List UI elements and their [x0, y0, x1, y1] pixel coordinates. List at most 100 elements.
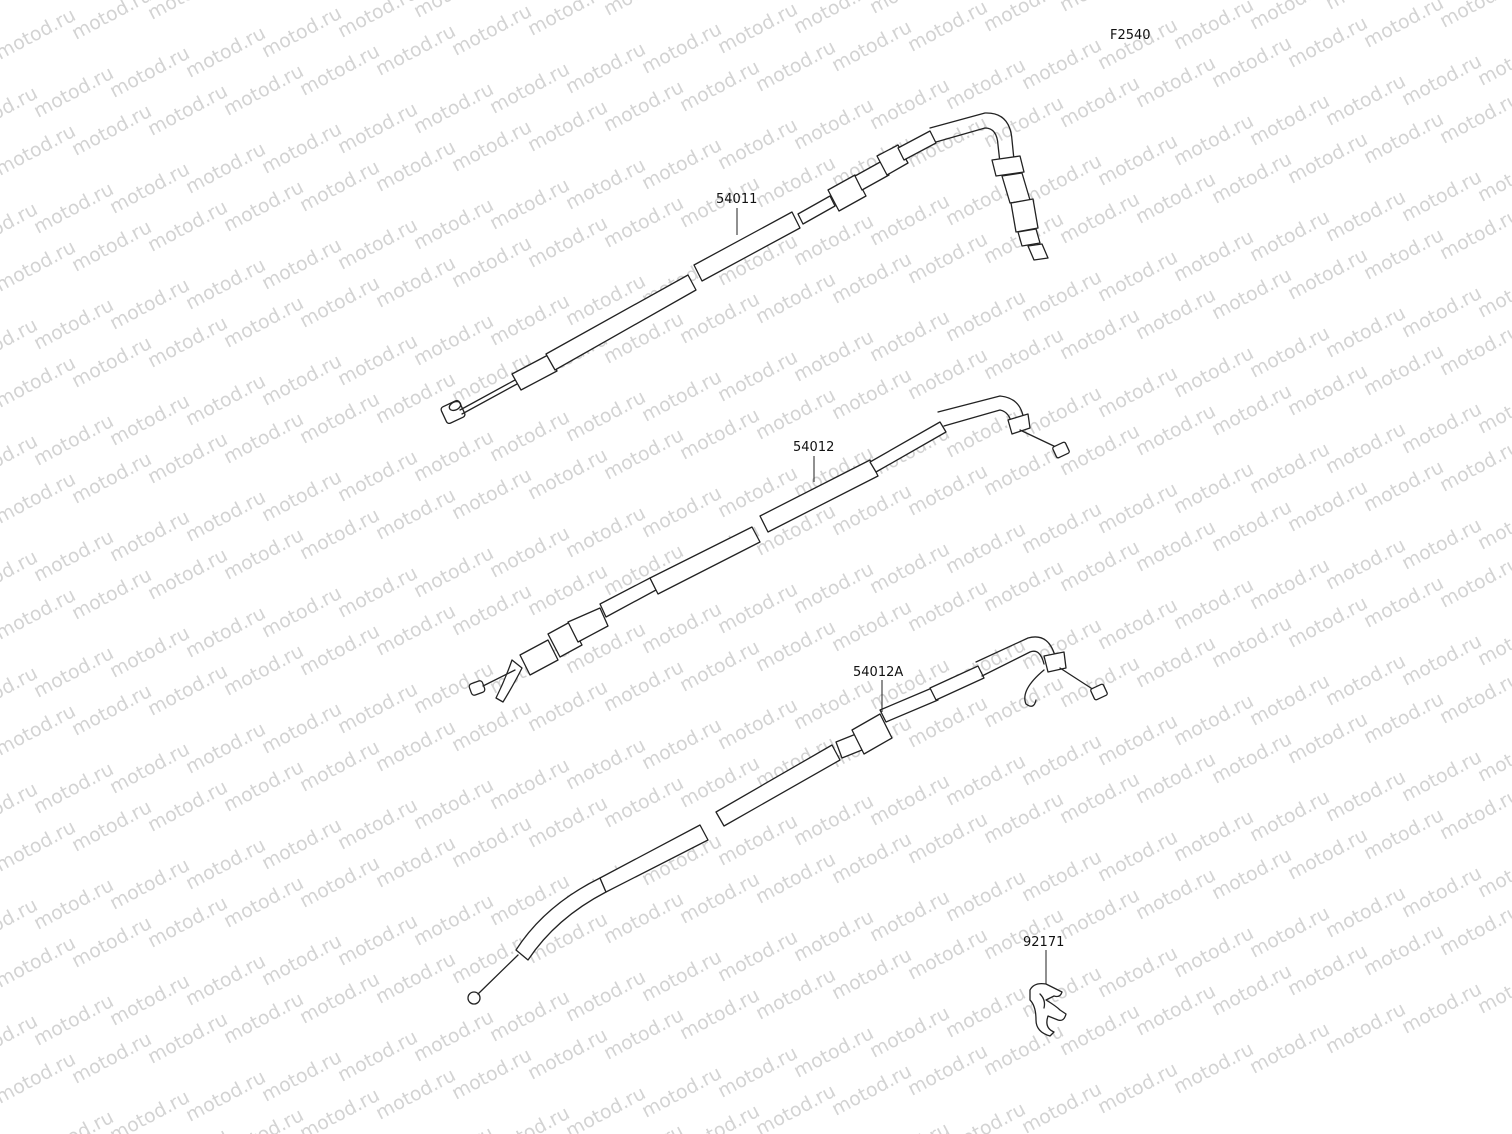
- watermark-text: motod.ru: [1056, 884, 1143, 944]
- watermark-text: motod.ru: [372, 716, 459, 776]
- watermark-text: motod.ru: [1170, 574, 1257, 634]
- watermark-text: motod.ru: [1436, 668, 1512, 728]
- watermark-text: motod.ru: [790, 326, 877, 386]
- watermark-text: motod.ru: [296, 388, 383, 448]
- watermark-text: motod.ru: [524, 1024, 611, 1084]
- watermark-text: motod.ru: [866, 886, 953, 946]
- watermark-text: motod.ru: [1170, 0, 1257, 54]
- watermark-text: motod.ru: [752, 964, 839, 1024]
- watermark-text: motod.ru: [106, 738, 193, 798]
- watermark-text: motod.ru: [220, 756, 307, 816]
- watermark-text: motod.ru: [220, 872, 307, 932]
- watermark-text: motod.ru: [638, 598, 725, 658]
- watermark-text: motod.ru: [182, 602, 269, 662]
- watermark-text: motod.ru: [676, 984, 763, 1044]
- watermark-text: motod.ru: [144, 312, 231, 372]
- watermark-text: motod.ru: [714, 926, 801, 986]
- watermark-text: motod.ru: [296, 40, 383, 100]
- watermark-text: motod.ru: [714, 114, 801, 174]
- cable-54011[interactable]: [440, 112, 1049, 425]
- watermark-text: motod.ru: [1208, 844, 1295, 904]
- watermark-text: motod.ru: [1322, 418, 1409, 478]
- watermark-text: motod.ru: [562, 966, 649, 1026]
- watermark-text: motod.ru: [1132, 284, 1219, 344]
- watermark-text: motod.ru: [106, 970, 193, 1030]
- watermark-text: motod.ru: [410, 542, 497, 602]
- watermark-text: motod.ru: [524, 212, 611, 272]
- watermark-text: motod.ru: [524, 676, 611, 736]
- watermark-text: motod.ru: [410, 310, 497, 370]
- watermark-text: motod.ru: [144, 428, 231, 488]
- watermark-text: motod.ru: [1284, 12, 1371, 72]
- watermark-text: motod.ru: [106, 854, 193, 914]
- callout-54012A[interactable]: 54012A: [853, 665, 903, 680]
- watermark-text: motod.ru: [752, 848, 839, 908]
- watermark-text: motod.ru: [676, 288, 763, 348]
- watermark-text: motod.ru: [220, 988, 307, 1048]
- watermark-text: motod.ru: [220, 60, 307, 120]
- watermark-text: motod.ru: [220, 524, 307, 584]
- watermark-text: motod.ru: [220, 408, 307, 468]
- watermark-text: motod.ru: [980, 1020, 1067, 1080]
- watermark-text: motod.ru: [904, 460, 991, 520]
- watermark-text: motod.ru: [258, 118, 345, 178]
- watermark-text: motod.ru: [30, 410, 117, 470]
- watermark-text: motod.ru: [144, 80, 231, 140]
- watermark-text: motod.ru: [942, 750, 1029, 810]
- watermark-text: motod.ru: [182, 138, 269, 198]
- watermark-text: motod.ru: [448, 116, 535, 176]
- watermark-text: motod.ru: [410, 0, 497, 22]
- watermark-text: motod.ru: [1094, 246, 1181, 306]
- watermark-text: motod.ru: [30, 642, 117, 702]
- watermark-text: motod.ru: [486, 58, 573, 118]
- watermark-text: motod.ru: [1018, 266, 1105, 326]
- watermark-text: motod.ru: [296, 272, 383, 332]
- watermark-text: motod.ru: [372, 832, 459, 892]
- watermark-text: motod.ru: [106, 42, 193, 102]
- watermark-text: motod.ru: [1132, 864, 1219, 924]
- watermark-text: motod.ru: [448, 464, 535, 524]
- watermark-text: motod.ru: [1322, 766, 1409, 826]
- watermark-text: motod.ru: [144, 660, 231, 720]
- watermark-text: motod.ru: [448, 1044, 535, 1104]
- watermark-text: motod.ru: [1170, 110, 1257, 170]
- watermark-text: motod.ru: [0, 584, 79, 644]
- watermark-text: motod.ru: [106, 506, 193, 566]
- callout-54011[interactable]: 54011: [716, 192, 757, 207]
- callout-54012[interactable]: 54012: [793, 440, 834, 455]
- watermark-text: motod.ru: [68, 0, 155, 44]
- watermark-text: motod.ru: [258, 2, 345, 62]
- watermark-text: motod.ru: [296, 736, 383, 796]
- watermark-text: motod.ru: [68, 100, 155, 160]
- cable-54012A[interactable]: [467, 636, 1108, 1005]
- watermark-text: motod.ru: [1360, 108, 1447, 168]
- watermark-text: motod.ru: [144, 196, 231, 256]
- watermark-text: motod.ru: [1056, 536, 1143, 596]
- watermark-text: motod.ru: [410, 1122, 497, 1134]
- watermark-text: motod.ru: [1170, 458, 1257, 518]
- watermark-text: motod.ru: [296, 156, 383, 216]
- watermark-text: motod.ru: [1360, 0, 1447, 52]
- watermark-text: motod.ru: [1208, 496, 1295, 556]
- watermark-text: motod.ru: [904, 0, 991, 56]
- watermark-text: motod.ru: [0, 0, 41, 6]
- watermark-text: motod.ru: [828, 248, 915, 308]
- watermark-text: motod.ru: [638, 1062, 725, 1122]
- watermark-text: motod.ru: [1284, 592, 1371, 652]
- watermark-text: motod.ru: [1246, 322, 1333, 382]
- watermark-text: motod.ru: [1322, 70, 1409, 130]
- watermark-text: motod.ru: [1094, 710, 1181, 770]
- watermark-text: motod.ru: [1018, 498, 1105, 558]
- watermark-text: motod.ru: [334, 98, 421, 158]
- watermark-text: motod.ru: [258, 466, 345, 526]
- watermark-text: motod.ru: [562, 38, 649, 98]
- watermark-text: motod.ru: [0, 352, 79, 412]
- watermark-text: motod.ru: [296, 852, 383, 912]
- watermark-text: motod.ru: [1132, 980, 1219, 1040]
- callout-92171[interactable]: 92171: [1023, 935, 1064, 950]
- watermark-text: motod.ru: [220, 640, 307, 700]
- cable-54012[interactable]: [468, 395, 1070, 703]
- watermark-text: motod.ru: [1360, 340, 1447, 400]
- clamp-92171[interactable]: [1029, 982, 1067, 1037]
- watermark-text: motod.ru: [524, 792, 611, 852]
